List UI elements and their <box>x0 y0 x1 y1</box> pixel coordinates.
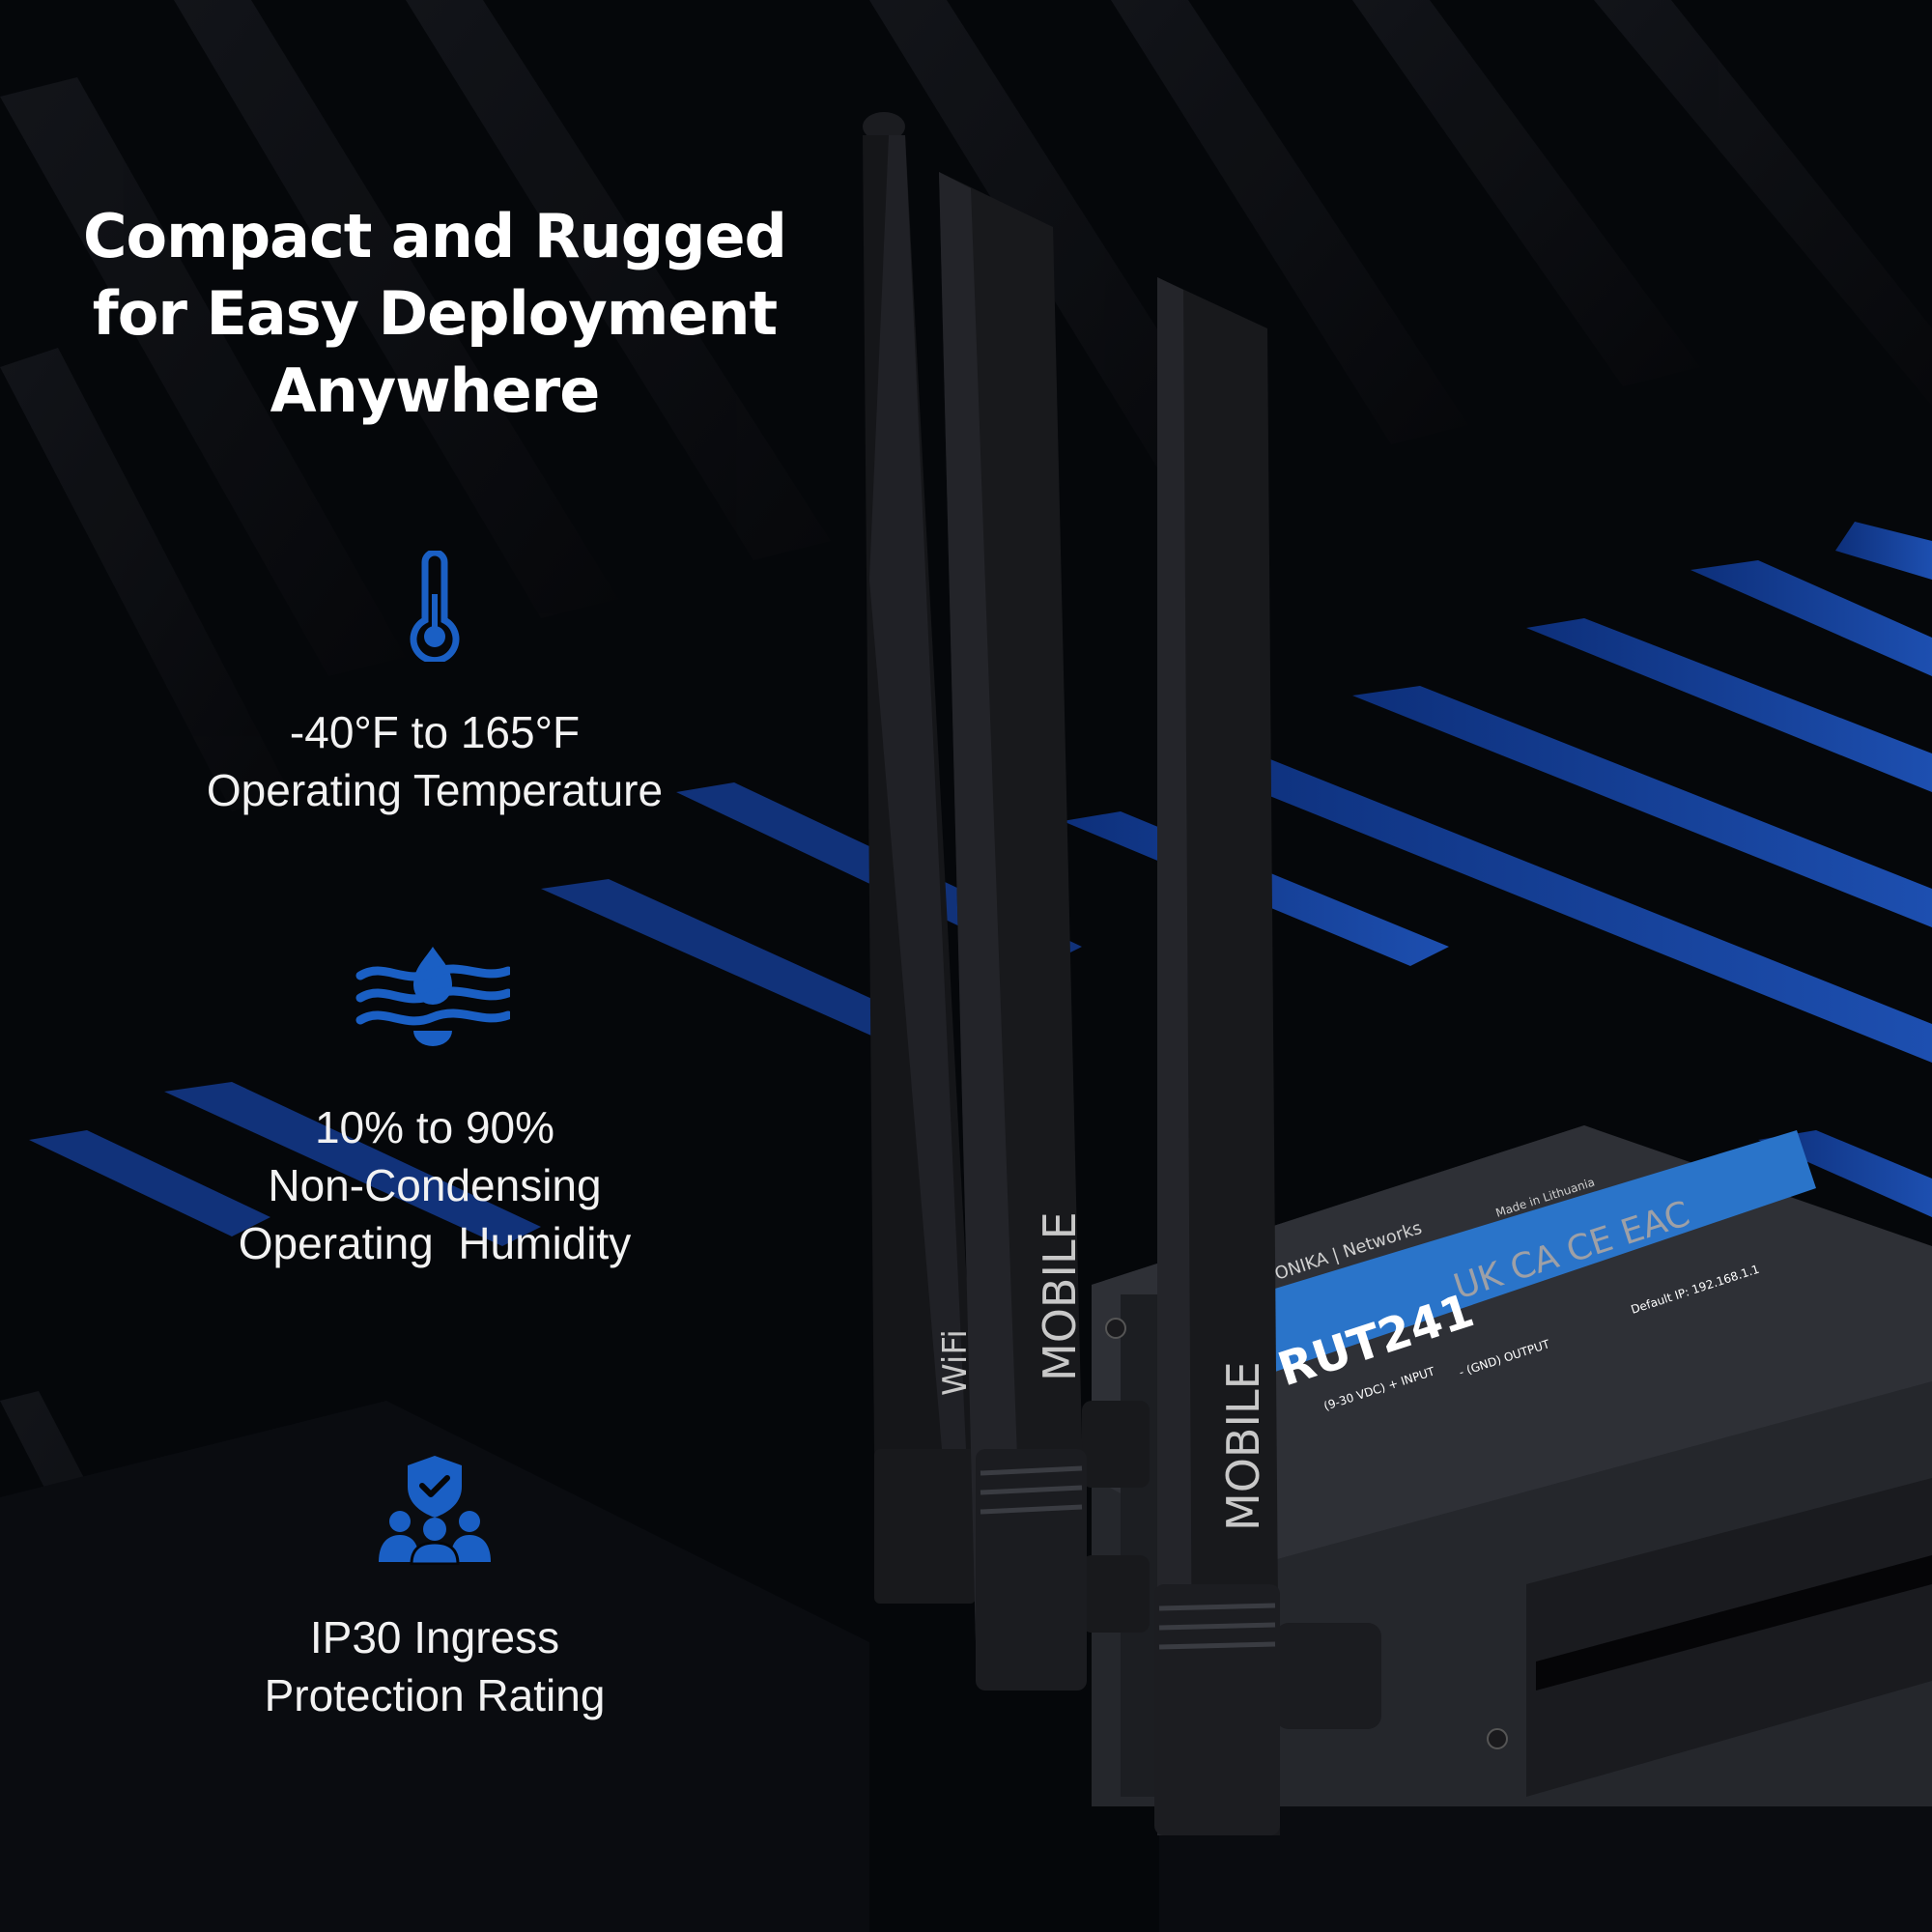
antenna-wifi-label: WiFi <box>936 1329 975 1396</box>
headline-line-3: Anywhere <box>270 355 601 426</box>
feature-temperature-range: -40°F to 165°F <box>289 707 581 757</box>
headline-line-2: for Easy Deployment <box>92 278 778 349</box>
feature-humidity-label: Operating Humidity <box>238 1218 632 1268</box>
feature-ingress: IP30 Ingress Protection Rating <box>58 1608 811 1724</box>
antenna-wifi <box>863 112 978 1604</box>
feature-humidity: 10% to 90% Non-Condensing Operating Humi… <box>58 1098 811 1272</box>
feature-humidity-type: Non-Condensing <box>268 1160 602 1210</box>
feature-ingress-label: Protection Rating <box>264 1670 606 1720</box>
feature-ingress-rating: IP30 Ingress <box>309 1612 560 1662</box>
shield-people-icon <box>379 1456 491 1565</box>
headline: Compact and Rugged for Easy Deployment A… <box>58 198 811 430</box>
thermometer-icon <box>410 551 460 662</box>
feature-temperature-label: Operating Temperature <box>206 765 664 815</box>
antenna-mobile-1 <box>939 172 1087 1690</box>
humidity-waves-icon <box>355 947 510 1046</box>
router-body <box>1082 1125 1932 1806</box>
antenna-mobile-2 <box>1154 277 1280 1835</box>
headline-line-1: Compact and Rugged <box>83 201 787 271</box>
feature-humidity-range: 10% to 90% <box>314 1102 555 1152</box>
antenna-mobile-label-2: MOBILE <box>1217 1361 1269 1531</box>
antenna-mobile-label-1: MOBILE <box>1034 1211 1086 1381</box>
feature-temperature: -40°F to 165°F Operating Temperature <box>58 703 811 819</box>
